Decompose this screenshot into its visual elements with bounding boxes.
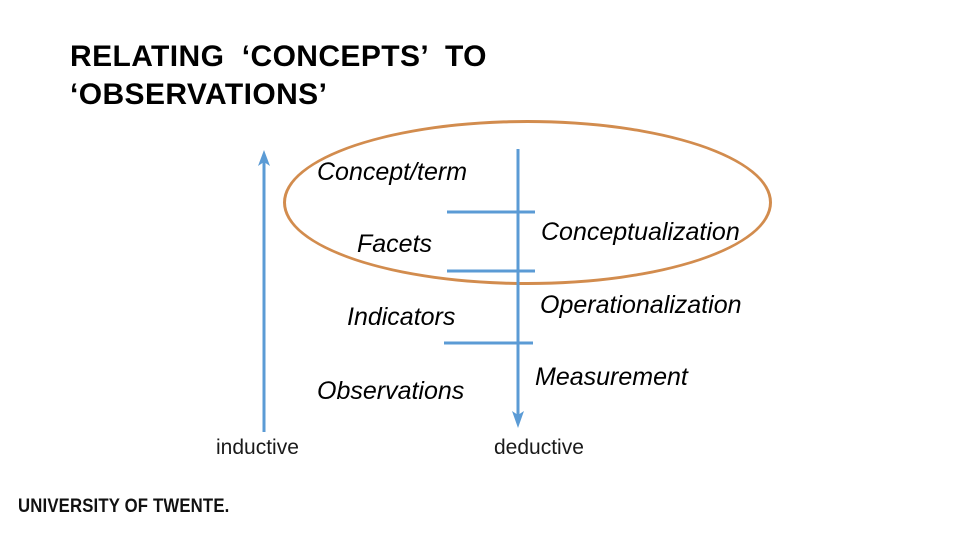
label-measurement: Measurement bbox=[535, 363, 688, 391]
label-conceptualization: Conceptualization bbox=[541, 218, 740, 246]
inductive-arrow bbox=[258, 150, 270, 432]
label-operationalization: Operationalization bbox=[540, 291, 742, 319]
slide-title: RELATING ‘CONCEPTS’ TO ‘OBSERVATIONS’ bbox=[70, 40, 487, 112]
caption-inductive: inductive bbox=[216, 436, 299, 459]
caption-deductive: deductive bbox=[494, 436, 584, 459]
label-observations: Observations bbox=[317, 377, 465, 405]
university-logo: UNIVERSITY OF TWENTE. bbox=[18, 496, 230, 517]
label-facets: Facets bbox=[357, 230, 433, 258]
label-concept-term: Concept/term bbox=[317, 158, 468, 186]
label-indicators: Indicators bbox=[347, 303, 456, 331]
concept-domain-ellipse bbox=[283, 120, 772, 285]
